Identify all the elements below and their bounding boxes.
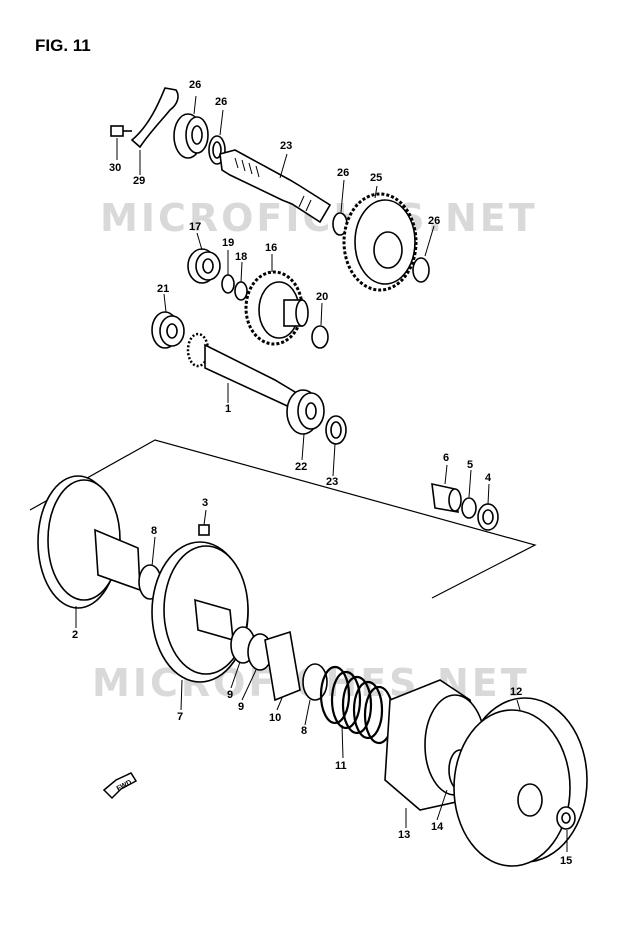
assembly-boundary-line	[29, 439, 537, 599]
callout-part-28: 26	[189, 79, 202, 91]
callout-part-24: 23	[280, 140, 293, 152]
ring-part-19	[221, 274, 235, 294]
callout-part-3: 3	[202, 497, 209, 509]
callout-part-8-mid: 8	[301, 725, 308, 737]
callout-part-26-right: 26	[428, 215, 441, 227]
bearing-part-21	[151, 311, 185, 349]
shaft-part-24	[219, 149, 332, 224]
bracket-part-29	[130, 87, 179, 149]
callout-part-7: 7	[177, 711, 184, 723]
callout-part-20: 20	[316, 291, 329, 303]
shaft-part-1	[186, 332, 301, 412]
callout-part-22: 22	[295, 461, 308, 473]
callout-part-16: 16	[265, 242, 278, 254]
callout-part-14: 14	[431, 821, 444, 833]
callout-part-27: 26	[215, 96, 228, 108]
spring-part-11	[319, 665, 395, 745]
callout-part-18: 18	[235, 251, 248, 263]
callout-part-6: 6	[443, 452, 450, 464]
bearing-part-17	[187, 248, 221, 284]
ring-part-5	[461, 497, 477, 519]
bearing-part-28	[173, 113, 209, 159]
gear-part-16	[244, 270, 309, 346]
ring-part-26-right	[412, 257, 430, 283]
bolt-part-30	[110, 125, 132, 137]
bolt-part-3	[198, 524, 210, 536]
movable-face-part-7	[151, 541, 249, 683]
callout-part-9b: 9	[238, 701, 245, 713]
callout-part-21: 21	[157, 283, 170, 295]
callout-part-15: 15	[560, 855, 573, 867]
front-direction-arrow-icon: FWD	[102, 772, 138, 800]
ring-part-18	[234, 281, 248, 301]
callout-part-30: 30	[109, 162, 122, 174]
gear-part-25	[342, 192, 418, 292]
callout-part-8-left: 8	[151, 525, 158, 537]
clutch-housing-part-12	[453, 697, 588, 867]
callout-part-9a: 9	[227, 689, 234, 701]
figure-title: FIG. 11	[35, 36, 91, 55]
callout-part-26-upper: 26	[337, 167, 350, 179]
seal-part-4	[477, 503, 499, 531]
ring-part-20	[311, 325, 329, 349]
callout-part-23: 23	[326, 476, 339, 488]
callout-part-13: 13	[398, 829, 411, 841]
collar-part-10	[264, 630, 301, 702]
nut-part-15	[556, 806, 576, 830]
seal-part-23	[325, 415, 347, 445]
callout-part-4: 4	[485, 472, 492, 484]
callout-part-2: 2	[72, 629, 79, 641]
bearing-part-22	[286, 389, 325, 435]
callout-part-17: 17	[189, 221, 202, 233]
bearing-part-6	[431, 482, 462, 513]
drive-face-part-2	[37, 475, 141, 609]
callout-part-10: 10	[269, 712, 282, 724]
callout-part-25: 25	[370, 172, 383, 184]
callout-part-5: 5	[467, 459, 474, 471]
callout-part-19: 19	[222, 237, 235, 249]
callout-part-1: 1	[225, 403, 232, 415]
callout-part-29: 29	[133, 175, 146, 187]
callout-part-11: 11	[335, 760, 347, 772]
callout-part-12: 12	[510, 686, 523, 698]
